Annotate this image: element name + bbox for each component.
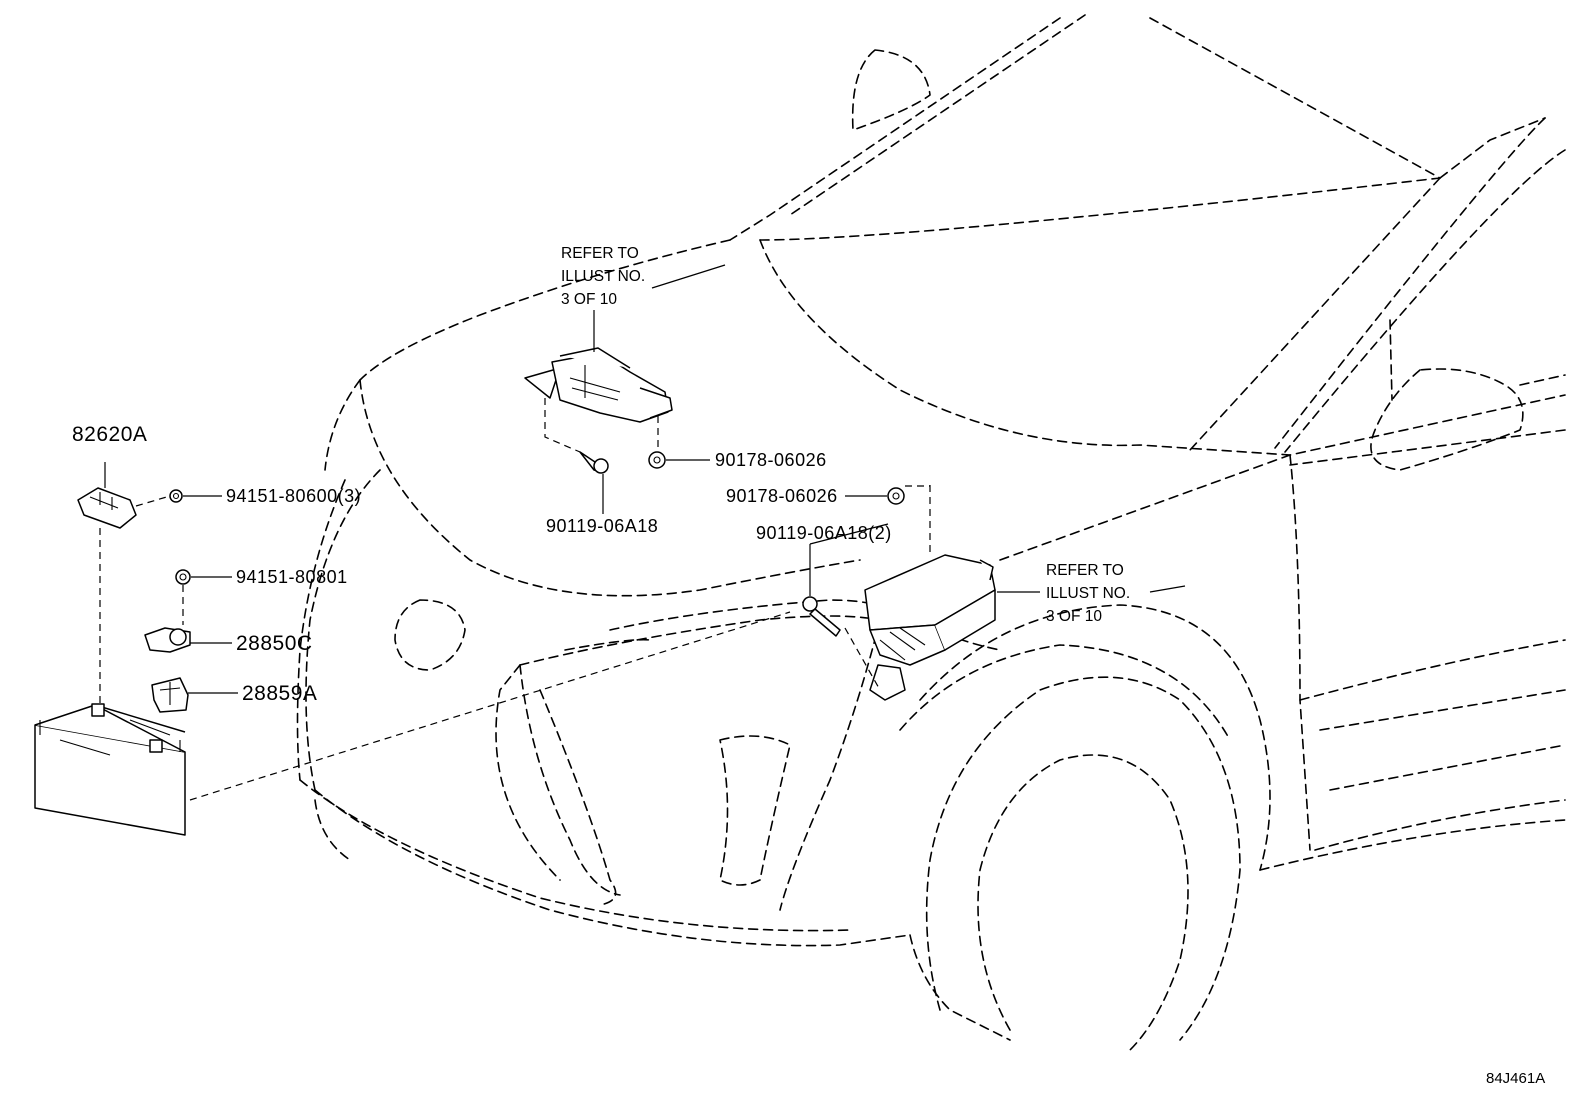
bolt-90119-top: [579, 451, 609, 514]
junction-block-top: [524, 310, 673, 453]
refer-note-top: REFER TO ILLUST NO. 3 OF 10: [561, 245, 646, 308]
leader-refer-top: [651, 264, 726, 289]
nut-90178-top: [648, 451, 710, 469]
nut-94151-80801: [175, 569, 232, 625]
illustration-code: 84J461A: [1486, 1070, 1546, 1087]
bolt-90119-right: [802, 523, 889, 637]
leader-refer-right: [1149, 585, 1186, 593]
refer-note-right: REFER TO ILLUST NO. 3 OF 10: [1046, 562, 1131, 625]
callout-90119-06A18-top: 90119-06A18: [546, 516, 659, 536]
callout-28859A: 28859A: [242, 682, 318, 705]
bracket-28859A: [151, 677, 238, 713]
vehicle-outline: [296, 14, 1566, 1051]
callout-94151-80801: 94151-80801: [236, 567, 348, 587]
battery-hold-down-clamp: [77, 462, 137, 705]
battery-link-line: [189, 611, 791, 801]
battery: [34, 703, 186, 836]
callout-94151-80600: 94151-80600(3): [226, 486, 362, 506]
callout-90178-06026-right: 90178-06026: [726, 486, 838, 506]
nut-90178-right: [845, 485, 930, 505]
callout-90178-06026-top: 90178-06026: [715, 450, 827, 470]
callout-28850C: 28850C: [236, 632, 313, 655]
callout-90119-06A18-right: 90119-06A18(2): [756, 523, 892, 543]
nut-94151-80600: [135, 489, 222, 507]
battery-terminal-28850C: [144, 627, 232, 653]
relay-block-right: [844, 485, 1040, 701]
callout-82620A: 82620A: [72, 423, 148, 446]
